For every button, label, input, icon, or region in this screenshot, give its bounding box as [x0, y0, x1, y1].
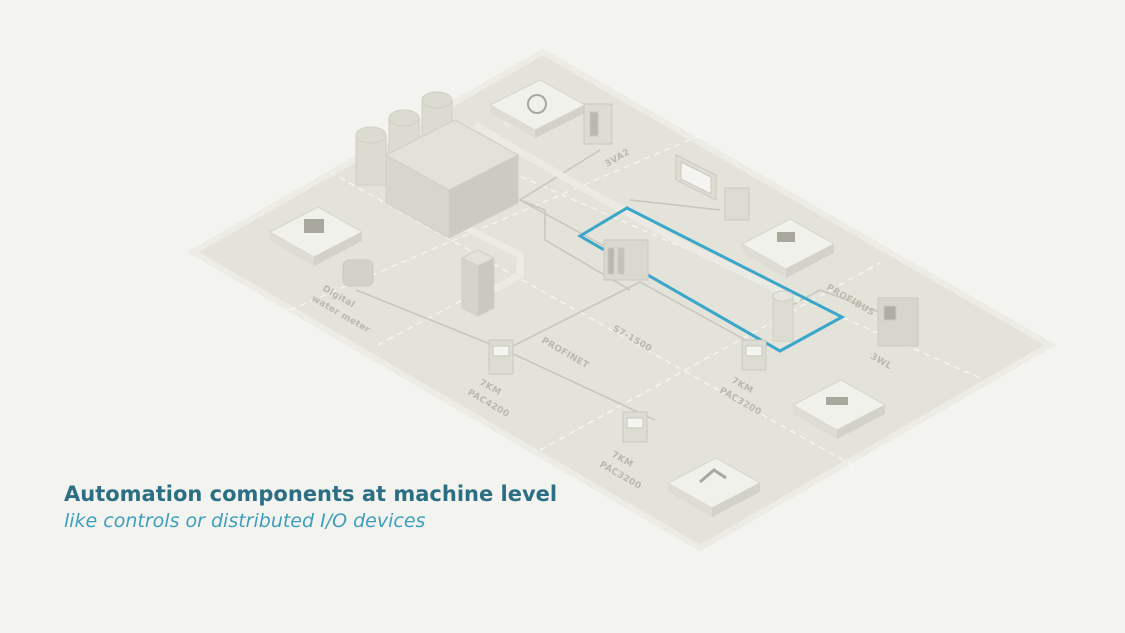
meter-pac3200-b	[622, 411, 648, 443]
robot-arm-icon	[699, 468, 727, 484]
meter-pac4200	[488, 339, 514, 375]
caption-subtitle: like controls or distributed I/O devices	[64, 510, 426, 532]
machine-level-highlight	[577, 206, 846, 353]
water-meter	[342, 259, 374, 287]
panel-station	[740, 218, 836, 278]
fan-icon	[527, 94, 547, 114]
conveyor-icon	[826, 397, 848, 405]
panel-icon	[777, 232, 795, 242]
conveyor-station	[791, 379, 887, 439]
caption-block: Automation components at machine level l…	[64, 480, 557, 534]
large-machine-block	[384, 119, 520, 239]
server-rack	[724, 187, 750, 221]
tower-column	[772, 290, 794, 342]
robot-station	[666, 457, 762, 517]
pump-icon	[304, 219, 324, 233]
meter-pac3200-a	[741, 339, 767, 371]
pump-station	[268, 206, 364, 266]
breaker-3wl	[877, 297, 919, 347]
caption-title: Automation components at machine level	[64, 482, 558, 506]
switch-3va2	[583, 103, 613, 145]
monitor-terminal	[675, 154, 717, 201]
plc-s7-1500	[603, 239, 649, 281]
control-cabinet	[460, 249, 496, 317]
network-cables	[355, 149, 896, 421]
